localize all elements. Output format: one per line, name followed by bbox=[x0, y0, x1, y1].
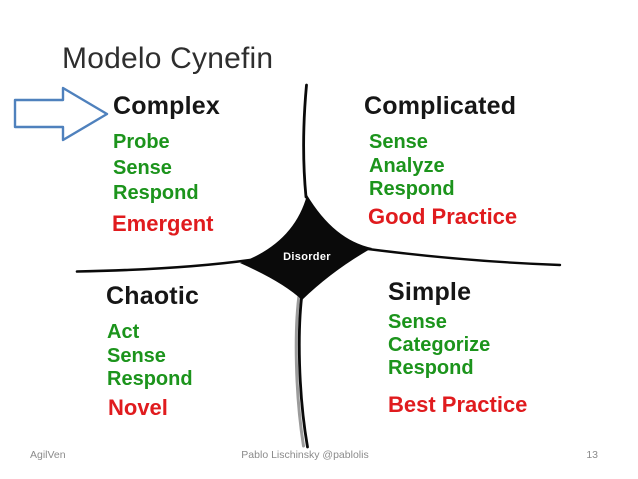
right-arrow-icon bbox=[13, 86, 109, 142]
quadrant-step: Analyze bbox=[369, 154, 445, 177]
quadrant-step: Act bbox=[107, 321, 140, 343]
quadrant-step: Respond bbox=[107, 368, 193, 390]
quadrant-category-complicated: Good Practice bbox=[368, 204, 518, 229]
disorder-blob bbox=[240, 195, 372, 300]
quadrant-name-simple: Simple bbox=[388, 278, 472, 306]
quadrant-step: Categorize bbox=[388, 334, 491, 356]
slide-title: Modelo Cynefin bbox=[62, 42, 274, 75]
quadrant-step: Probe bbox=[113, 131, 170, 153]
quadrant-step: Sense bbox=[388, 311, 447, 333]
footer-author: AgilVen bbox=[30, 449, 66, 461]
bottom-boundary-shadow bbox=[294, 290, 305, 448]
quadrant-step: Sense bbox=[369, 131, 428, 153]
right-boundary-line bbox=[366, 247, 562, 267]
quadrant-steps-complex: Probe Sense Respond bbox=[113, 130, 199, 207]
disorder-label: Disorder bbox=[283, 251, 331, 263]
quadrant-steps-complicated: Sense Analyze Respond bbox=[369, 131, 455, 202]
quadrant-steps-chaotic: Act Sense Respond bbox=[107, 321, 193, 392]
footer-page-number: 13 bbox=[586, 449, 598, 461]
top-boundary-line bbox=[302, 83, 308, 199]
quadrant-name-complicated: Complicated bbox=[364, 92, 517, 120]
quadrant-step: Respond bbox=[369, 178, 455, 200]
quadrant-name-chaotic: Chaotic bbox=[106, 282, 200, 310]
quadrant-step: Sense bbox=[107, 344, 166, 367]
quadrant-category-simple: Best Practice bbox=[388, 392, 528, 417]
quadrant-category-complex: Emergent bbox=[112, 211, 214, 236]
left-boundary-line bbox=[75, 258, 252, 273]
footer-credit: Pablo Lischinsky @pablolis bbox=[241, 449, 369, 461]
quadrant-step: Sense bbox=[113, 156, 172, 179]
quadrant-steps-simple: Sense Categorize Respond bbox=[388, 311, 490, 380]
bottom-boundary-line bbox=[297, 288, 309, 449]
quadrant-step: Respond bbox=[388, 357, 474, 379]
quadrant-name-complex: Complex bbox=[113, 92, 220, 120]
quadrant-category-chaotic: Novel bbox=[108, 395, 168, 420]
quadrant-step: Respond bbox=[113, 182, 199, 204]
